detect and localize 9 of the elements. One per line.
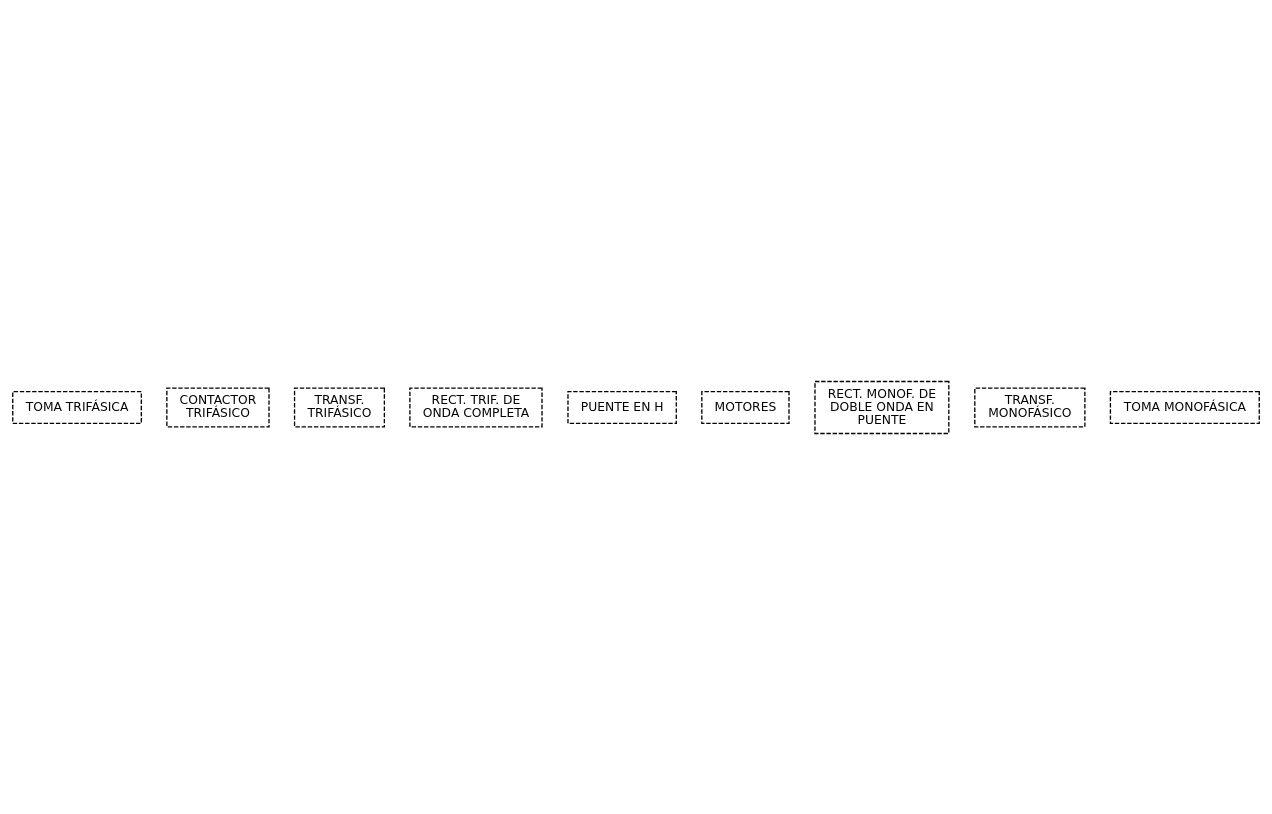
node-box: TRANSF. MONOFÁSICO: [974, 386, 1086, 428]
node-box: MOTORES: [701, 390, 790, 424]
node-box: RECT. TRIF. DE ONDA COMPLETA: [409, 386, 543, 428]
node-box: TOMA MONOFÁSICA: [1109, 390, 1260, 424]
node-box: RECT. MONOF. DE DOBLE ONDA EN PUENTE: [814, 380, 950, 434]
node-box: TOMA TRIFÁSICA: [12, 390, 142, 424]
node-box: PUENTE EN H: [567, 390, 677, 424]
node-box: TRANSF. TRIFÁSICO: [293, 386, 386, 428]
node-box: CONTACTOR TRIFÁSICO: [166, 386, 270, 428]
